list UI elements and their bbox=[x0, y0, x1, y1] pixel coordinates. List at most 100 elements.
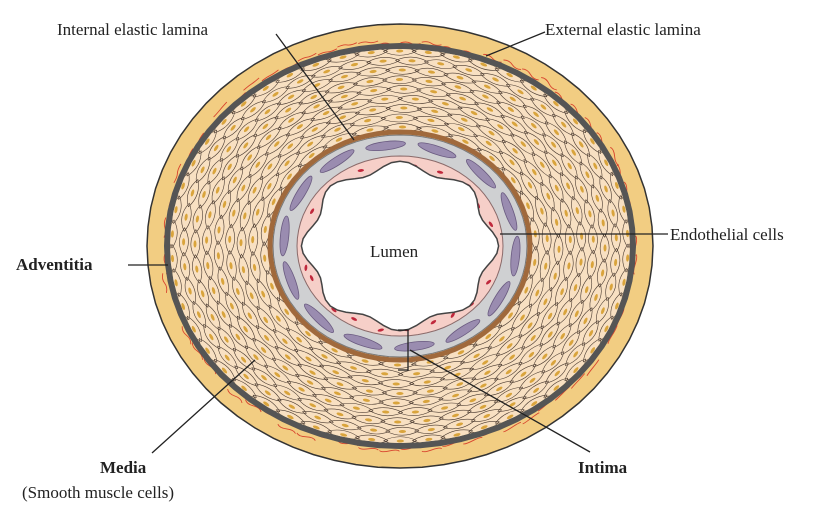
smooth-muscle-cell bbox=[217, 345, 238, 370]
smooth-muscle-cell bbox=[241, 301, 260, 330]
smooth-muscle-cell bbox=[510, 303, 532, 331]
smooth-muscle-cell bbox=[365, 368, 404, 378]
smooth-muscle-cell bbox=[380, 113, 419, 123]
smooth-muscle-nucleus bbox=[296, 124, 303, 130]
smooth-muscle-cell bbox=[523, 159, 544, 187]
smooth-muscle-nucleus bbox=[341, 74, 348, 79]
endothelial-nucleus bbox=[319, 149, 355, 173]
smooth-muscle-nucleus bbox=[267, 183, 272, 190]
smooth-muscle-nucleus bbox=[400, 87, 408, 91]
smooth-muscle-nucleus bbox=[444, 365, 452, 370]
smooth-muscle-cell bbox=[536, 287, 553, 317]
smooth-muscle-cell bbox=[565, 342, 586, 367]
smooth-muscle-nucleus bbox=[485, 140, 492, 146]
smooth-muscle-cell bbox=[356, 67, 391, 77]
smooth-muscle-nucleus bbox=[305, 356, 312, 362]
smooth-muscle-cell bbox=[411, 77, 447, 87]
smooth-muscle-nucleus bbox=[580, 185, 584, 193]
smooth-muscle-nucleus bbox=[321, 354, 328, 359]
smooth-muscle-cell bbox=[294, 374, 326, 390]
smooth-muscle-nucleus bbox=[340, 433, 348, 437]
smooth-muscle-cell bbox=[311, 394, 345, 407]
smooth-muscle-cell bbox=[277, 111, 307, 130]
smooth-muscle-nucleus bbox=[396, 49, 404, 53]
smooth-muscle-nucleus bbox=[310, 94, 317, 100]
leader-intima bbox=[409, 349, 591, 453]
smooth-muscle-nucleus bbox=[212, 167, 217, 175]
smooth-muscle-nucleus bbox=[609, 283, 613, 291]
smooth-muscle-nucleus bbox=[483, 414, 491, 418]
smooth-muscle-cell bbox=[216, 300, 232, 328]
smooth-muscle-cell bbox=[576, 221, 586, 252]
smooth-muscle-cell bbox=[383, 436, 417, 443]
smooth-muscle-cell bbox=[297, 363, 329, 380]
smooth-muscle-nucleus bbox=[312, 62, 320, 67]
smooth-muscle-cell bbox=[568, 299, 584, 328]
smooth-muscle-cell bbox=[249, 250, 261, 284]
smooth-muscle-nucleus bbox=[557, 245, 561, 253]
smooth-muscle-cell bbox=[208, 275, 220, 305]
red-cell bbox=[310, 208, 315, 215]
smooth-muscle-nucleus bbox=[510, 177, 516, 184]
smooth-muscle-nucleus bbox=[369, 69, 377, 74]
smooth-muscle-nucleus bbox=[452, 55, 460, 59]
smooth-muscle-cell bbox=[235, 118, 259, 141]
smooth-muscle-cell bbox=[348, 395, 384, 405]
smooth-muscle-nucleus bbox=[588, 210, 592, 218]
smooth-muscle-nucleus bbox=[370, 428, 378, 432]
smooth-muscle-cell bbox=[466, 400, 499, 413]
smooth-muscle-nucleus bbox=[542, 353, 548, 360]
smooth-muscle-cell bbox=[228, 323, 249, 350]
smooth-muscle-nucleus bbox=[196, 311, 201, 318]
smooth-muscle-nucleus bbox=[588, 330, 594, 337]
smooth-muscle-cell bbox=[203, 323, 221, 350]
smooth-muscle-nucleus bbox=[507, 107, 514, 112]
smooth-muscle-nucleus bbox=[255, 208, 260, 216]
smooth-muscle-cell bbox=[571, 132, 591, 158]
adventitia-fiber bbox=[181, 326, 192, 345]
smooth-muscle-nucleus bbox=[382, 410, 390, 414]
smooth-muscle-cell bbox=[380, 417, 415, 426]
smooth-muscle-nucleus bbox=[413, 372, 421, 376]
smooth-muscle-cell bbox=[456, 393, 489, 406]
smooth-muscle-nucleus bbox=[526, 202, 530, 210]
smooth-muscle-nucleus bbox=[459, 96, 467, 101]
smooth-muscle-nucleus bbox=[205, 347, 210, 354]
smooth-muscle-nucleus bbox=[595, 194, 600, 202]
smooth-muscle-nucleus bbox=[486, 107, 494, 112]
endothelial-nucleus bbox=[394, 340, 435, 352]
smooth-muscle-cell bbox=[485, 118, 515, 137]
smooth-muscle-nucleus bbox=[274, 372, 281, 378]
adventitia-fiber bbox=[161, 273, 168, 293]
smooth-muscle-nucleus bbox=[339, 55, 347, 59]
leader-external-elastic-lamina bbox=[485, 31, 546, 57]
smooth-muscle-cell bbox=[560, 172, 575, 201]
smooth-muscle-nucleus bbox=[366, 128, 374, 132]
smooth-muscle-nucleus bbox=[614, 234, 618, 242]
smooth-muscle-nucleus bbox=[181, 303, 186, 310]
smooth-muscle-cell bbox=[414, 67, 449, 77]
smooth-muscle-nucleus bbox=[229, 302, 234, 310]
smooth-muscle-nucleus bbox=[482, 360, 489, 365]
smooth-muscle-nucleus bbox=[528, 351, 535, 358]
smooth-muscle-nucleus bbox=[260, 347, 267, 353]
smooth-muscle-nucleus bbox=[340, 94, 348, 99]
smooth-muscle-cell bbox=[397, 368, 435, 378]
smooth-muscle-nucleus bbox=[243, 373, 249, 380]
smooth-muscle-cell bbox=[311, 66, 344, 78]
smooth-muscle-nucleus bbox=[611, 209, 615, 217]
smooth-muscle-nucleus bbox=[505, 369, 512, 375]
smooth-muscle-nucleus bbox=[568, 235, 572, 244]
smooth-muscle-cell bbox=[518, 370, 546, 390]
smooth-muscle-nucleus bbox=[227, 163, 232, 171]
smooth-muscle-nucleus bbox=[573, 367, 579, 374]
smooth-muscle-nucleus bbox=[362, 398, 370, 402]
adventitia-fiber bbox=[586, 359, 600, 376]
smooth-muscle-nucleus bbox=[288, 117, 295, 123]
red-cell bbox=[486, 279, 492, 285]
smooth-muscle-cell bbox=[544, 362, 569, 384]
smooth-muscle-nucleus bbox=[364, 118, 372, 123]
label-media-subtitle: (Smooth muscle cells) bbox=[22, 483, 174, 502]
smooth-muscle-nucleus bbox=[287, 173, 292, 180]
smooth-muscle-cell bbox=[323, 377, 357, 390]
